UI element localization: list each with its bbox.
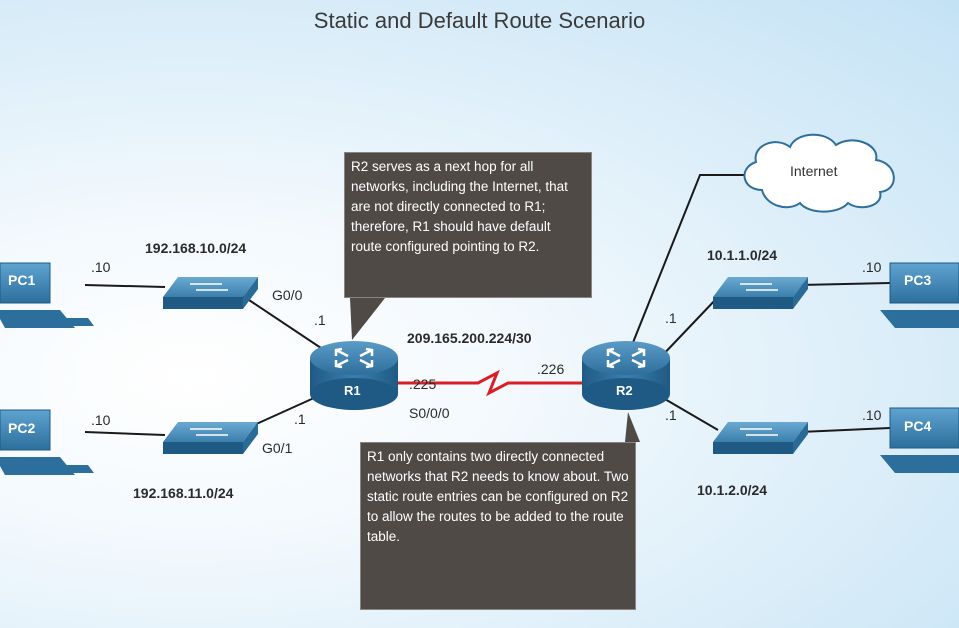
pc1-label: PC1	[8, 272, 36, 288]
r2-lan3-ip: .1	[665, 310, 677, 326]
pc2-label: PC2	[8, 420, 36, 436]
pc1-icon	[0, 262, 94, 328]
router-r1-icon	[310, 341, 398, 410]
r1-g01-label: G0/1	[262, 440, 293, 456]
internet-cloud-icon	[743, 133, 895, 213]
router-r2-icon	[582, 341, 670, 410]
serial-link	[395, 369, 582, 397]
network-label-lan3: 10.1.1.0/24	[707, 247, 778, 263]
link-r2-internet	[627, 174, 760, 356]
pc1-ip: .10	[91, 259, 111, 275]
r1-g00-label: G0/0	[272, 287, 303, 303]
diagram-title: Static and Default Route Scenario	[313, 8, 646, 33]
pc3-label: PC3	[904, 272, 932, 288]
switch-sw1-icon	[163, 277, 258, 309]
r1-g00-ip: .1	[314, 312, 326, 328]
r1-g01-ip: .1	[294, 411, 306, 427]
network-label-serial: 209.165.200.224/30	[407, 330, 532, 346]
pc4-icon	[880, 407, 959, 473]
r2-serial-ip: .226	[537, 361, 565, 377]
callout-bottom: R1 only contains two directly connected …	[360, 442, 636, 610]
pc4-label: PC4	[904, 418, 932, 434]
link-r2-sw4	[657, 394, 719, 431]
link-sw4-pc4	[799, 427, 891, 433]
network-label-lan2: 192.168.11.0/24	[133, 485, 234, 501]
pc4-ip: .10	[862, 407, 882, 423]
internet-label: Internet	[790, 163, 838, 179]
callout-bottom-pointer	[625, 412, 640, 442]
pc2-icon	[0, 409, 94, 475]
link-pc1-sw1	[84, 284, 166, 288]
r1-serial-ip: .225	[409, 376, 437, 392]
router-r2-label: R2	[616, 383, 633, 398]
r1-s000-label: S0/0/0	[409, 405, 450, 421]
switch-sw4-icon	[713, 422, 808, 454]
link-sw1-r1	[242, 295, 328, 353]
callout-top: R2 serves as a next hop for all networks…	[344, 152, 592, 298]
link-sw3-pc3	[799, 282, 891, 286]
network-label-lan4: 10.1.2.0/24	[697, 482, 768, 498]
link-r2-sw3	[657, 296, 719, 361]
switch-sw3-icon	[713, 277, 808, 309]
link-pc2-sw2	[84, 431, 166, 436]
network-label-lan1: 192.168.10.0/24	[145, 240, 247, 256]
callout-top-pointer	[350, 298, 385, 340]
router-r1-label: R1	[344, 383, 361, 398]
switch-sw2-icon	[163, 422, 258, 454]
pc3-ip: .10	[862, 259, 882, 275]
pc2-ip: .10	[91, 412, 111, 428]
r2-lan4-ip: .1	[665, 407, 677, 423]
pc3-icon	[880, 262, 959, 328]
